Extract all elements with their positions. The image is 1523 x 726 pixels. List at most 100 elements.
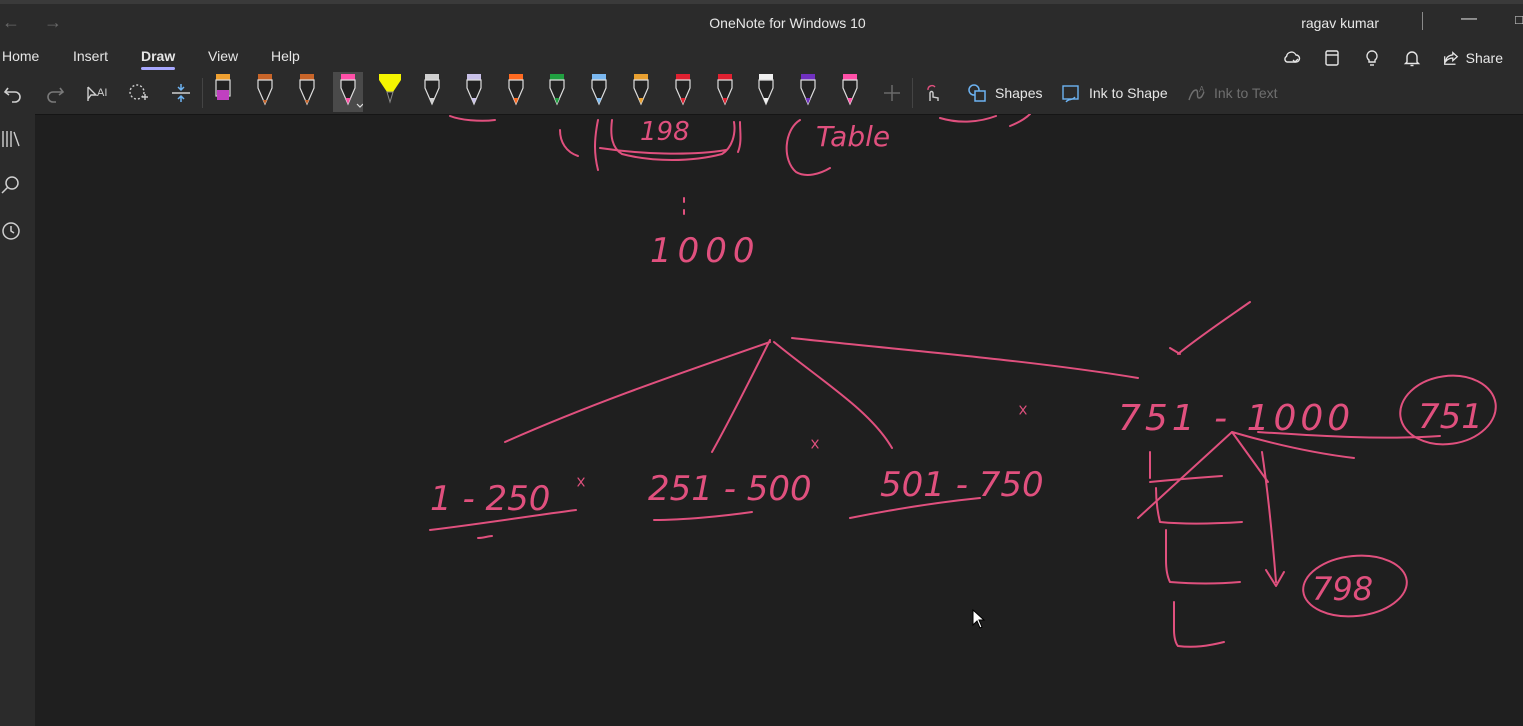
draw-ribbon: AI Shapes Ink to Shape A Ink to Text (0, 72, 1523, 115)
user-name[interactable]: ragav kumar (1301, 15, 1379, 31)
pen-icon (675, 74, 691, 106)
pen-icon (716, 74, 733, 106)
recent-notes-icon[interactable] (0, 220, 22, 242)
touch-draw-icon[interactable] (920, 80, 946, 106)
maximize-icon[interactable]: □ (1515, 12, 1523, 27)
ink-range-2: 251 - 500 (648, 469, 812, 509)
pen-icon (424, 74, 440, 106)
pen-tool-1[interactable] (208, 72, 238, 112)
tab-insert[interactable]: Insert (73, 48, 109, 64)
ink-stroke (1149, 475, 1223, 483)
ink-to-shape-button[interactable]: Ink to Shape (1089, 85, 1168, 101)
ink-stroke (559, 129, 579, 157)
ink-stroke (449, 115, 496, 122)
header-actions: Share (1282, 46, 1503, 70)
pen-icon (507, 74, 524, 106)
ink-branch (711, 339, 771, 453)
share-button[interactable]: Share (1442, 49, 1503, 67)
ink-checkmark (1169, 301, 1251, 355)
minimize-icon[interactable]: — (1461, 10, 1477, 27)
bell-icon[interactable] (1402, 48, 1422, 68)
pen-tool-3[interactable] (292, 72, 322, 112)
shapes-icon[interactable] (964, 80, 990, 106)
ink-circle (1302, 554, 1408, 618)
ink-underline (429, 509, 577, 531)
type-select-icon[interactable]: AI (84, 80, 110, 106)
svg-text:AI: AI (97, 87, 107, 99)
note-canvas[interactable]: 198 Table 1000 1 - 250 251 - 500 501 - 7… (35, 114, 1523, 726)
notebook-icon[interactable] (1322, 48, 1342, 68)
ink-branch (504, 341, 771, 443)
pen-tool-12[interactable] (668, 72, 698, 112)
mouse-cursor-icon (972, 609, 986, 629)
ink-underline (653, 511, 753, 521)
ink-text-1000: 1000 (650, 231, 761, 271)
pen-tool-2[interactable] (250, 72, 280, 112)
pen-tool-5[interactable] (375, 72, 405, 112)
pen-tool-4[interactable] (333, 72, 364, 112)
back-arrow-icon[interactable]: ← (2, 12, 20, 32)
ink-range-1: 1 - 250 (430, 479, 550, 519)
pen-tool-16[interactable] (835, 72, 865, 112)
share-icon (1443, 51, 1458, 65)
pencil-icon (298, 74, 315, 106)
ink-cross (811, 439, 819, 449)
ink-arrow-line (1257, 431, 1441, 439)
search-icon[interactable] (0, 174, 22, 196)
pen-icon (800, 74, 816, 106)
pen-tool-8[interactable] (501, 72, 531, 112)
pen-tool-15[interactable] (793, 72, 823, 112)
pen-tool-14[interactable] (751, 72, 781, 112)
tab-draw[interactable]: Draw (141, 48, 176, 70)
pen-icon (758, 74, 774, 106)
ink-range-3: 501 - 750 (880, 465, 1044, 505)
title-separator (1422, 12, 1423, 30)
forward-arrow-icon[interactable]: → (44, 12, 62, 32)
pen-tool-6[interactable] (417, 72, 447, 112)
ink-stroke (599, 147, 727, 155)
ink-to-shape-icon[interactable] (1058, 80, 1084, 106)
ink-stroke (1149, 451, 1243, 525)
ink-stroke (1165, 529, 1241, 585)
pen-tool-10[interactable] (584, 72, 614, 112)
add-pen-icon[interactable] (879, 80, 905, 106)
ink-to-text-icon[interactable]: A (1184, 80, 1210, 106)
ink-circle (1399, 374, 1497, 446)
pen-tool-9[interactable] (542, 72, 572, 112)
pen-icon (340, 74, 364, 108)
share-label: Share (1465, 50, 1503, 66)
tab-help[interactable]: Help (271, 48, 300, 64)
ink-stroke (939, 114, 1031, 127)
sync-status-icon[interactable] (1282, 48, 1302, 68)
ink-stroke (1173, 601, 1225, 648)
ribbon-separator (912, 78, 913, 108)
ink-branch (791, 337, 1139, 379)
lasso-select-icon[interactable] (126, 80, 152, 106)
lightbulb-icon[interactable] (1362, 48, 1382, 68)
highlighter-icon (379, 74, 402, 104)
ink-stroke (737, 121, 742, 153)
ink-text-198: 198 (640, 117, 690, 147)
pen-tool-11[interactable] (626, 72, 656, 112)
pen-icon (842, 74, 858, 106)
ink-branch (773, 341, 893, 449)
redo-icon[interactable] (42, 80, 68, 106)
ink-drawing: 198 Table 1000 1 - 250 251 - 500 501 - 7… (429, 114, 1497, 648)
ink-stroke (785, 119, 831, 176)
pen-tool-7[interactable] (459, 72, 489, 112)
title-bar: ← → OneNote for Windows 10 ragav kumar —… (0, 0, 1523, 42)
tab-view[interactable]: View (208, 48, 239, 64)
ink-branch (1137, 431, 1355, 519)
pen-tool-13[interactable] (710, 72, 740, 112)
ink-text-751: 751 (1418, 397, 1483, 437)
shapes-button[interactable]: Shapes (995, 85, 1043, 101)
notebooks-icon[interactable] (0, 128, 22, 150)
ink-stroke (477, 535, 493, 539)
window-title: OneNote for Windows 10 (709, 15, 866, 31)
tab-home[interactable]: Home (2, 48, 40, 64)
insert-space-icon[interactable] (168, 80, 194, 106)
undo-icon[interactable] (0, 80, 26, 106)
ink-to-text-button: Ink to Text (1214, 85, 1278, 101)
ink-underline (849, 497, 981, 519)
ink-text-798: 798 (1312, 570, 1373, 608)
